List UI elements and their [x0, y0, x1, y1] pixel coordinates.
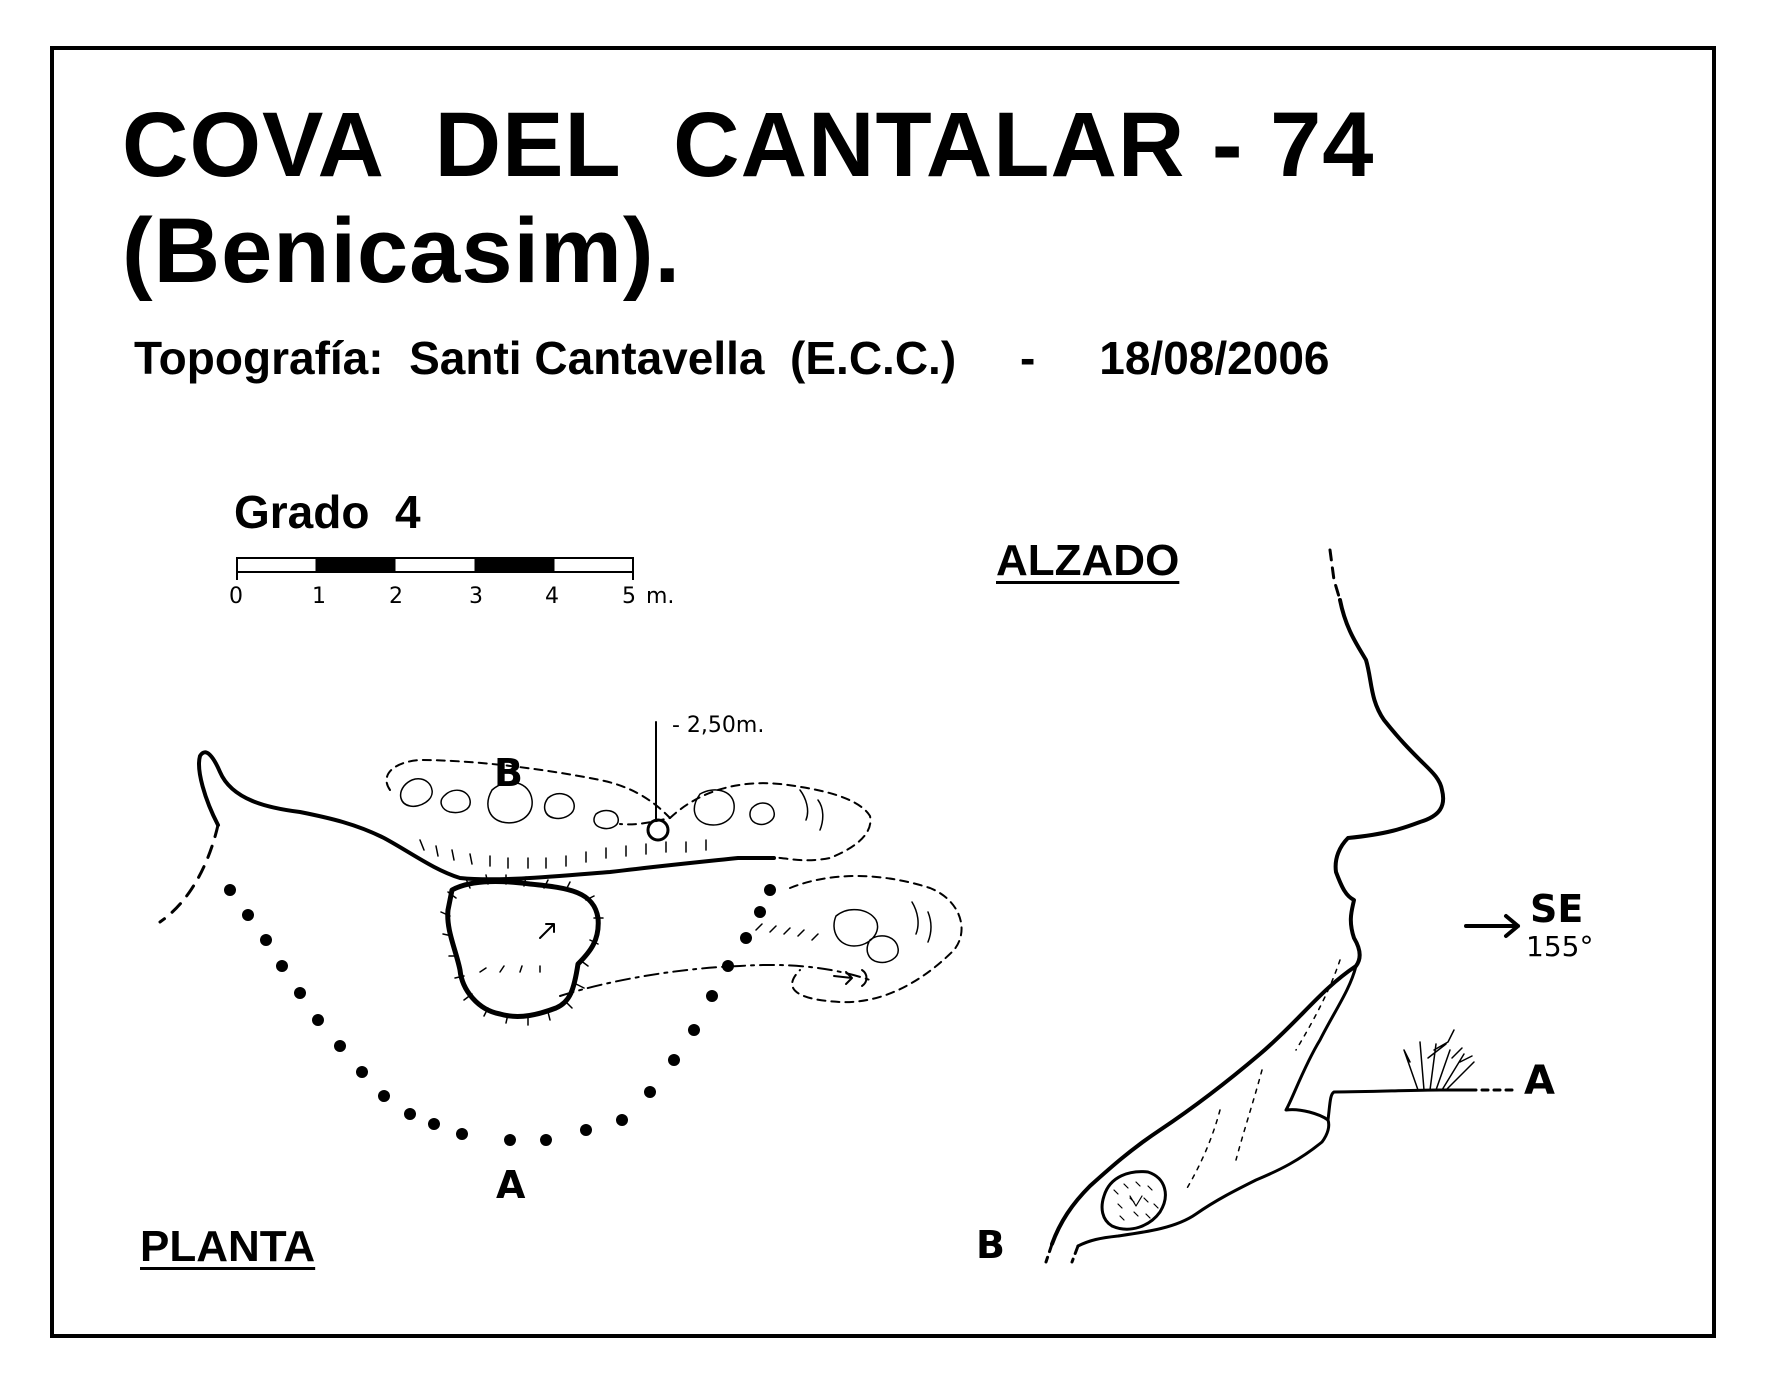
cave-title-line2: (Benicasim).	[122, 200, 682, 302]
elevation-section-label: ALZADO	[996, 536, 1180, 585]
plan-pit-arrow	[539, 923, 555, 939]
elevation-cliff-wall	[1050, 598, 1446, 1246]
cave-title: COVA DEL CANTALAR - 74 (Benicasim).	[122, 92, 1374, 304]
elevation-floor-detail	[1185, 959, 1341, 1191]
plan-view	[158, 721, 963, 1146]
plan-right-gallery	[669, 782, 872, 862]
elevation-point-b: B	[976, 1223, 1005, 1267]
plan-labels: B A - 2,50m.	[494, 713, 764, 1207]
elevation-vegetation	[1403, 1029, 1475, 1091]
scale-tick-1: 1	[312, 584, 326, 609]
elevation-direction-arrow	[1464, 914, 1520, 938]
elevation-bottom-dashed	[1044, 1242, 1080, 1264]
plan-point-a: A	[496, 1163, 526, 1207]
scale-tick-3: 3	[469, 584, 483, 609]
plan-right-arrow	[833, 969, 868, 987]
plan-lower-passage	[559, 963, 871, 997]
scale-bar-frame	[236, 557, 634, 573]
plan-dripline	[197, 750, 776, 882]
scale-segment-1-2	[315, 557, 396, 573]
scale-unit: m.	[646, 584, 674, 609]
elevation-bearing: 155°	[1526, 930, 1593, 963]
cave-title-line1: COVA DEL CANTALAR - 74	[122, 94, 1375, 196]
plan-section-label: PLANTA	[140, 1222, 316, 1271]
plan-upper-gallery	[385, 759, 671, 826]
elevation-top-dashed	[1328, 548, 1342, 602]
elevation-pit-boulder	[1100, 1170, 1167, 1231]
scale-tick-0: 0	[229, 584, 243, 609]
plan-entrance-dots	[224, 884, 776, 1146]
survey-credits: Topografía: Santi Cantavella (E.C.C.) - …	[134, 332, 1330, 384]
elevation-view	[1044, 548, 1520, 1264]
scale-tick-2: 2	[389, 584, 403, 609]
plan-boulders	[399, 778, 932, 964]
plan-gallery-hatches	[419, 839, 819, 941]
plan-point-b: B	[494, 751, 523, 795]
plan-left-wall-dashed	[158, 823, 220, 924]
scale-tick-5: 5	[622, 584, 636, 609]
plan-far-right-chamber	[789, 875, 963, 1004]
map-frame	[50, 46, 1716, 1338]
survey-grade: Grado 4	[234, 486, 421, 538]
plan-depth-shaft	[646, 818, 670, 842]
elevation-direction: SE	[1530, 887, 1583, 931]
plan-pit-hachures	[440, 874, 604, 1026]
elevation-floor-line	[1076, 964, 1358, 1248]
plan-pit-outline	[445, 879, 601, 1019]
scale-bar	[236, 557, 634, 580]
plan-depth-note: - 2,50m.	[672, 713, 764, 738]
scale-segment-3-4	[474, 557, 555, 573]
elevation-pit-stipple	[1113, 1181, 1159, 1221]
elevation-point-a: A	[1524, 1058, 1555, 1104]
elevation-labels: SE 155° A B	[976, 887, 1593, 1267]
scale-bar-ticks: 0 1 2 3 4 5 m.	[229, 584, 674, 609]
scale-tick-4: 4	[545, 584, 559, 609]
elevation-surface-a	[1326, 1088, 1472, 1122]
